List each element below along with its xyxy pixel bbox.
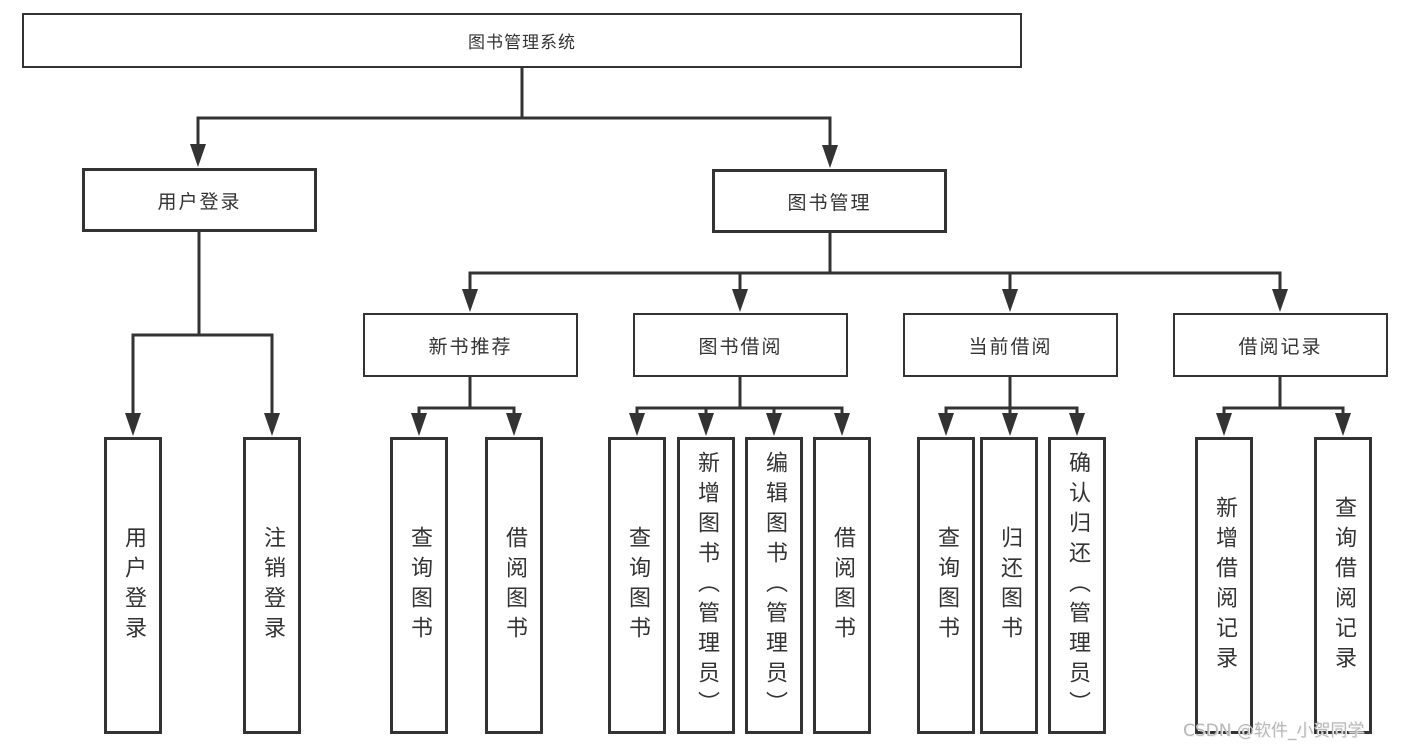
- leaf-query-books-borrow: 查询图书: [608, 437, 666, 734]
- node-label: 注销登录: [260, 525, 285, 646]
- node-label: 用户登录: [157, 190, 242, 213]
- node-book-management: 图书管理: [712, 169, 947, 233]
- node-label: 查询图书: [934, 525, 959, 646]
- node-label: 当前借阅: [968, 335, 1053, 358]
- node-label: 图书管理系统: [468, 33, 576, 53]
- leaf-return-books: 归还图书: [980, 437, 1038, 734]
- leaf-user-login: 用户登录: [104, 437, 162, 734]
- node-book-borrowing: 图书借阅: [633, 313, 848, 377]
- leaf-edit-books-admin: 编辑图书（管理员）: [745, 437, 803, 734]
- arrowheads: [125, 144, 1351, 436]
- node-label: 查询图书: [407, 525, 432, 646]
- node-user-login: 用户登录: [82, 168, 317, 232]
- leaf-add-books-admin: 新增图书（管理员）: [677, 437, 735, 734]
- node-label: 用户登录: [121, 525, 146, 646]
- node-label: 图书借阅: [698, 335, 783, 358]
- node-label: 编辑图书（管理员）: [762, 450, 787, 721]
- leaf-confirm-return-admin: 确认归还（管理员）: [1048, 437, 1106, 734]
- node-label: 查询借阅记录: [1331, 495, 1356, 676]
- node-label: 借阅图书: [830, 525, 855, 646]
- leaf-borrow-books: 借阅图书: [813, 437, 871, 734]
- node-borrowing-records: 借阅记录: [1173, 313, 1388, 377]
- leaf-query-books-current: 查询图书: [917, 437, 975, 734]
- leaf-query-books-recommend: 查询图书: [390, 437, 448, 734]
- node-label: 新增图书（管理员）: [694, 450, 719, 721]
- node-label: 新书推荐: [428, 335, 513, 358]
- node-label: 图书管理: [787, 191, 872, 214]
- node-label: 借阅图书: [502, 525, 527, 646]
- leaf-borrow-books-recommend: 借阅图书: [485, 437, 543, 734]
- node-current-borrowing: 当前借阅: [903, 313, 1118, 377]
- leaf-add-borrow-record: 新增借阅记录: [1195, 437, 1253, 734]
- node-label: 确认归还（管理员）: [1065, 450, 1090, 721]
- node-library-management-system: 图书管理系统: [22, 13, 1022, 68]
- node-label: 查询图书: [625, 525, 650, 646]
- node-label: 归还图书: [997, 525, 1022, 646]
- leaf-logout: 注销登录: [243, 437, 301, 734]
- node-new-book-recommendation: 新书推荐: [363, 313, 578, 377]
- leaf-query-borrow-record: 查询借阅记录: [1314, 437, 1372, 734]
- csdn-watermark: CSDN @软件_小贺同学: [1183, 721, 1365, 741]
- node-label: 新增借阅记录: [1212, 495, 1237, 676]
- node-label: 借阅记录: [1238, 335, 1323, 358]
